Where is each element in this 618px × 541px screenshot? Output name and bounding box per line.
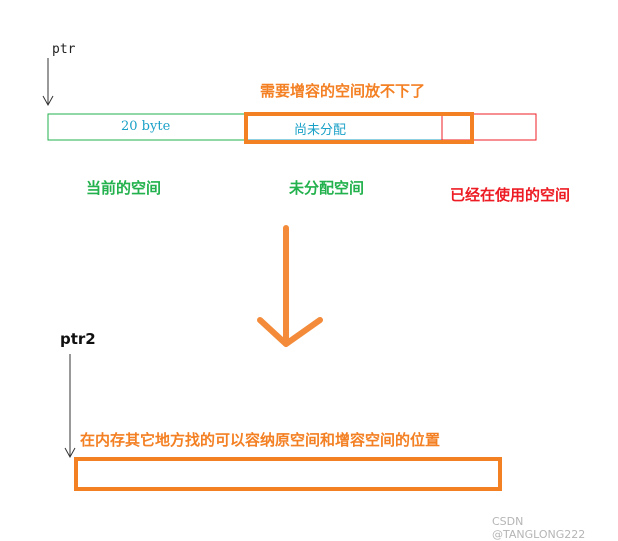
new-location-label: 在内存其它地方找的可以容纳原空间和增容空间的位置: [80, 431, 441, 449]
used-space-label: 已经在使用的空间: [450, 186, 571, 204]
need-expand-label: 需要增容的空间放不下了: [260, 82, 426, 100]
watermark: CSDN @TANGLONG222: [492, 515, 586, 541]
ptr2-arrow: [64, 354, 76, 459]
big-down-arrow: [257, 225, 323, 347]
ptr2-label: ptr2: [60, 330, 96, 348]
expand-highlight-box: [244, 112, 474, 144]
current-space-label: 当前的空间: [86, 179, 162, 197]
ptr-arrow: [42, 58, 54, 107]
current-size-label: 20 byte: [121, 119, 171, 134]
unallocated-space-label: 未分配空间: [289, 179, 365, 197]
new-location-box: [74, 457, 502, 491]
unallocated-inner-label: 尚未分配: [294, 123, 347, 138]
used-space-block: [441, 113, 537, 141]
ptr-label: ptr: [52, 42, 76, 57]
